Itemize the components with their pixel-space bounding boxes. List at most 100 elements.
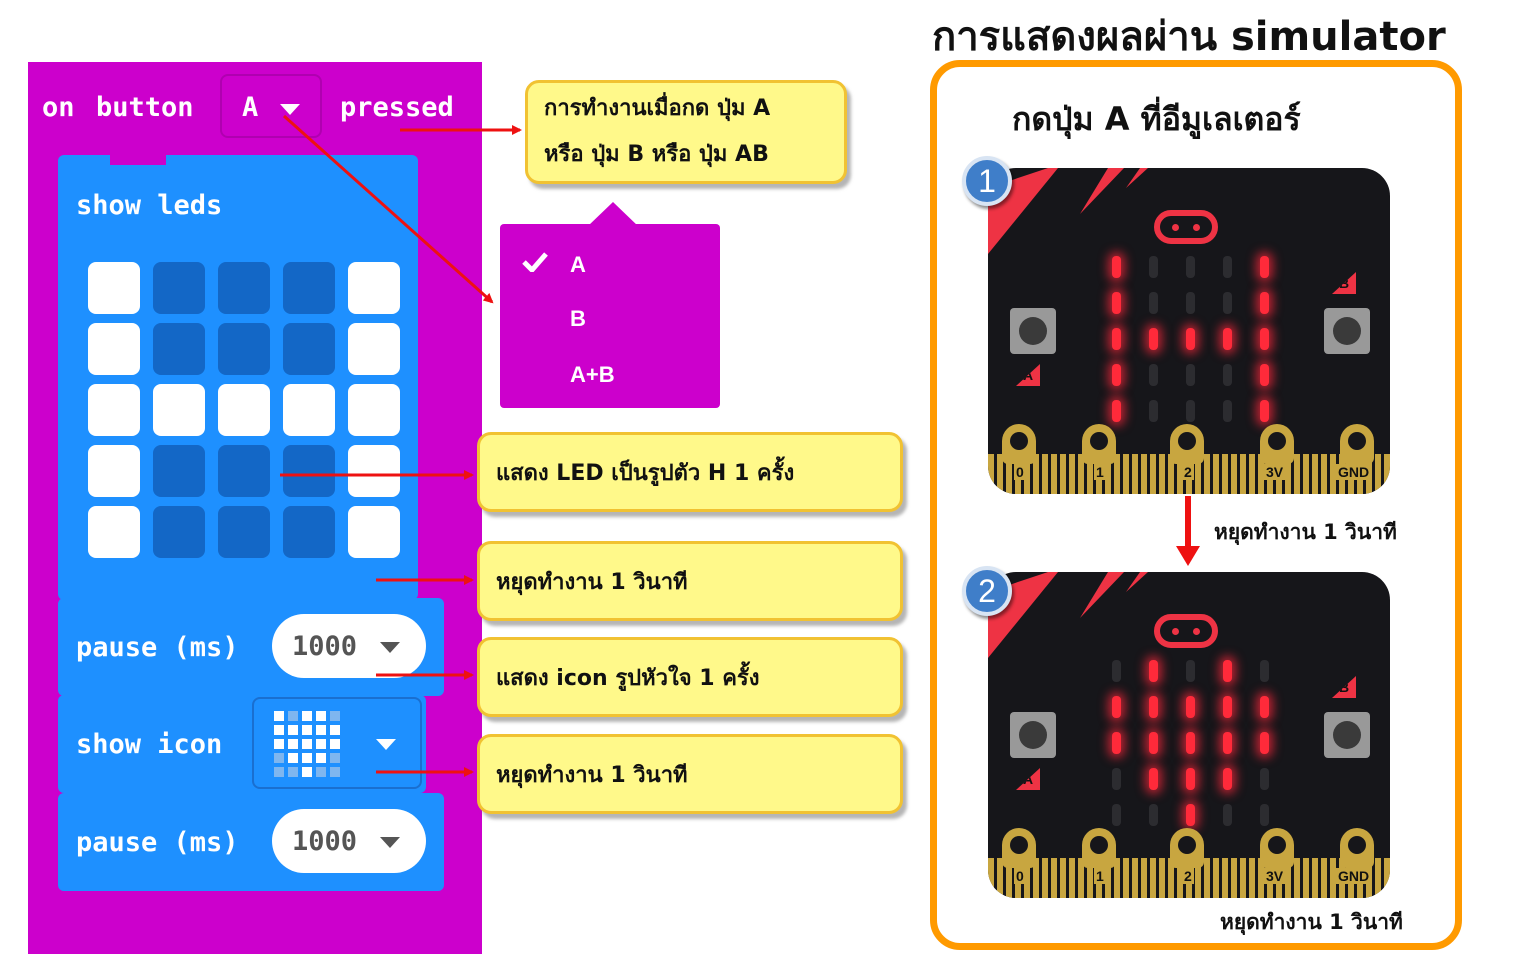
pin-label: GND [1336,868,1372,884]
simulator-led [1149,660,1158,682]
led-cell[interactable] [88,323,140,375]
led-cell[interactable] [153,262,205,314]
dropdown-item-ab[interactable]: A+B [570,362,615,387]
simulator-led [1112,768,1121,790]
led-cell[interactable] [153,506,205,558]
led-cell[interactable] [218,262,270,314]
microbit-logo-icon [1154,614,1218,648]
led-cell[interactable] [283,323,335,375]
show-icon-block[interactable] [58,695,426,793]
simulator-led [1112,328,1121,350]
led-cell[interactable] [153,384,205,436]
button-a-label: A [1016,768,1040,790]
led-editor-grid[interactable] [88,262,408,562]
pause-ms-field[interactable]: 1000 [272,809,426,873]
led-cell[interactable] [88,506,140,558]
simulator-led [1112,256,1121,278]
pause-label-bottom: หยุดทำงาน 1 วินาที [1220,910,1403,934]
led-cell[interactable] [153,323,205,375]
led-cell[interactable] [218,445,270,497]
simulator-led [1223,660,1232,682]
pin-0[interactable] [1002,828,1036,868]
callout-event-line2: หรือ ปุ่ม B หรือ ปุ่ม AB [544,142,769,167]
simulator-led [1149,768,1158,790]
led-cell[interactable] [348,262,400,314]
led-cell[interactable] [153,445,205,497]
simulator-led [1260,292,1269,314]
led-cell[interactable] [88,262,140,314]
pin-1[interactable] [1082,424,1116,464]
simulator-led [1186,292,1195,314]
event-on-label: on [42,92,75,123]
pin-2[interactable] [1170,424,1204,464]
simulator-led [1112,660,1121,682]
pin-gnd[interactable] [1340,424,1374,464]
simulator-heading: กดปุ่ม A ที่อีมูเลเตอร์ [1012,100,1301,138]
led-cell[interactable] [88,445,140,497]
board-corner-stripes [988,168,1148,254]
button-b[interactable] [1324,308,1370,354]
simulator-led [1223,364,1232,386]
simulator-led [1112,732,1121,754]
led-cell[interactable] [283,506,335,558]
pin-0[interactable] [1002,424,1036,464]
led-cell[interactable] [283,262,335,314]
pin-gnd[interactable] [1340,828,1374,868]
simulator-panel [930,60,1462,950]
led-cell[interactable] [348,384,400,436]
led-cell[interactable] [218,323,270,375]
simulator-led [1186,328,1195,350]
pause-label-between: หยุดทำงาน 1 วินาที [1214,520,1397,544]
pause-ms-field[interactable]: 1000 [272,614,426,678]
pin-label: 3V [1264,464,1286,480]
icon-picker[interactable] [252,697,422,789]
board-corner-stripes [988,572,1148,658]
simulator-led [1149,400,1158,422]
pin-3v[interactable] [1260,424,1294,464]
pause-ms-value: 1000 [292,631,358,662]
led-cell[interactable] [348,323,400,375]
led-cell[interactable] [348,506,400,558]
callout-event: การทำงานเมื่อกด ปุ่ม A หรือ ปุ่ม B หรือ … [525,80,847,184]
simulator-led [1260,732,1269,754]
led-cell[interactable] [88,384,140,436]
simulator-led [1112,400,1121,422]
led-cell[interactable] [218,506,270,558]
heart-icon [274,711,340,777]
pin-label: 2 [1182,464,1194,480]
button-dropdown-menu: A B A+B [500,224,720,408]
led-cell[interactable] [348,445,400,497]
dropdown-item-a[interactable]: A [570,252,586,277]
simulator-led [1112,364,1121,386]
dropdown-item-b[interactable]: B [570,306,586,331]
button-a[interactable] [1010,308,1056,354]
simulator-led [1186,364,1195,386]
step-badge: 2 [962,566,1012,616]
led-cell[interactable] [218,384,270,436]
button-dropdown[interactable]: A [220,74,322,138]
button-b[interactable] [1324,712,1370,758]
simulator-led [1260,364,1269,386]
callout-show-icon: แสดง icon รูปหัวใจ 1 ครั้ง [477,637,903,717]
pin-3v[interactable] [1260,828,1294,868]
led-cell[interactable] [283,445,335,497]
simulator-led [1149,732,1158,754]
show-icon-label: show icon [76,729,223,760]
arrow-between-boards [1176,496,1200,566]
pin-2[interactable] [1170,828,1204,868]
callout-pause1: หยุดทำงาน 1 วินาที [477,541,903,621]
led-cell[interactable] [283,384,335,436]
button-b-label: B [1332,676,1356,698]
chevron-down-icon [376,739,396,750]
chevron-down-icon [380,837,400,848]
chevron-down-icon [380,642,400,653]
simulator-led [1223,256,1232,278]
simulator-led [1186,400,1195,422]
pin-1[interactable] [1082,828,1116,868]
simulator-led [1149,804,1158,826]
pin-label: 0 [1014,464,1026,480]
button-a[interactable] [1010,712,1056,758]
simulator-led [1186,256,1195,278]
